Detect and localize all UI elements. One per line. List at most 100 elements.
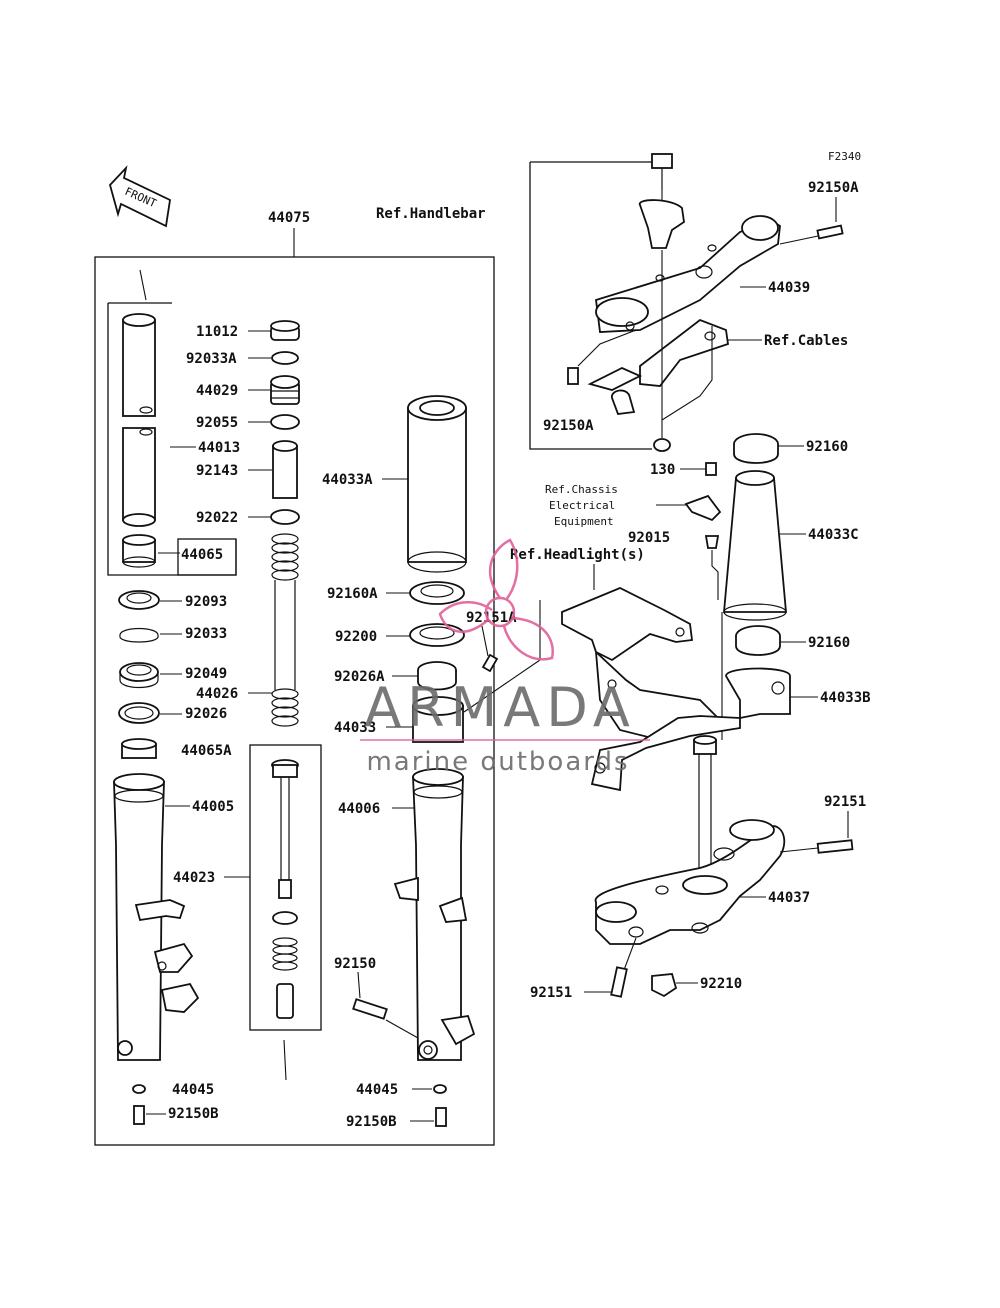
bolt-92150 [352, 998, 388, 1020]
bolt-92151-bottom [610, 966, 628, 998]
cable-guide-bracket [587, 318, 729, 415]
label-92151-bottom: 92151 [530, 985, 572, 1001]
propeller-logo-icon [438, 538, 554, 661]
label-92150A-top: 92150A [808, 180, 859, 196]
fork-outer-tube-44006 [393, 768, 476, 1061]
label-92049: 92049 [185, 666, 227, 682]
dust-seal-92093 [118, 590, 160, 610]
label-92022: 92022 [196, 510, 238, 526]
label-92151-top: 92151 [824, 794, 866, 810]
fork-spring-44026 [271, 533, 299, 727]
oil-seal-92049 [119, 662, 159, 689]
label-44005: 44005 [192, 799, 234, 815]
label-44039: 44039 [768, 280, 810, 296]
bolt-92151-top [816, 839, 854, 854]
bolt-92150B-left [133, 1105, 145, 1125]
ref-chassis-line3: Equipment [554, 515, 614, 528]
label-11012: 11012 [196, 324, 238, 340]
bolt-92150A-left [567, 367, 579, 385]
front-arrow-icon: FRONT [108, 165, 171, 228]
bushing-44065 [122, 534, 156, 568]
cap-bolt-11012 [270, 320, 300, 341]
bolt-92150A-top [816, 224, 844, 240]
washer-44045-left [132, 1084, 146, 1094]
under-cover-44033B [590, 667, 791, 792]
bolt-92151A [481, 653, 499, 673]
collar-92143 [272, 440, 298, 499]
label-92150: 92150 [334, 956, 376, 972]
steering-stem-44037 [594, 735, 786, 945]
label-44033: 44033 [334, 720, 376, 736]
damper-cylinder-44023 [271, 759, 299, 1019]
nut-upper [653, 438, 671, 452]
label-44023: 44023 [173, 870, 215, 886]
ref-handlebar: Ref.Handlebar [376, 206, 486, 222]
ref-cables: Ref.Cables [764, 333, 848, 349]
label-130: 130 [650, 462, 675, 478]
label-92150B-left: 92150B [168, 1106, 219, 1122]
wiring-clamp [684, 494, 722, 522]
washer-92026 [118, 702, 160, 724]
label-92210: 92210 [700, 976, 742, 992]
seal-92160A [409, 581, 465, 605]
label-92200: 92200 [335, 629, 377, 645]
label-92160-top: 92160 [806, 439, 848, 455]
label-44006: 44006 [338, 801, 380, 817]
label-44033A: 44033A [322, 472, 373, 488]
washer-92022 [270, 509, 300, 525]
label-92055: 92055 [196, 415, 238, 431]
label-92015: 92015 [628, 530, 670, 546]
sub-box-44023 [249, 744, 322, 1031]
spring-seat-44029 [270, 375, 300, 405]
ref-chassis-line2: Electrical [549, 499, 615, 512]
label-44013: 44013 [198, 440, 240, 456]
label-92143: 92143 [196, 463, 238, 479]
label-92033A: 92033A [186, 351, 237, 367]
seal-92160-top [733, 433, 779, 464]
watermark-tagline: marine outboards [366, 747, 629, 777]
fork-cover-44033C [723, 470, 787, 621]
label-92160A: 92160A [327, 586, 378, 602]
label-92033: 92033 [185, 626, 227, 642]
fork-spacer-tube-44013 [122, 313, 156, 527]
label-44065A: 44065A [181, 743, 232, 759]
label-44026: 44026 [196, 686, 238, 702]
washer-44045-right [433, 1084, 447, 1094]
upper-bracket-44039 [595, 199, 781, 333]
handlebar-holder-box [529, 162, 652, 450]
label-92160-bottom: 92160 [808, 635, 850, 651]
label-92026: 92026 [185, 706, 227, 722]
nut-92210 [651, 973, 678, 998]
label-44075: 44075 [268, 210, 310, 226]
bolt-92150B-right [435, 1107, 447, 1127]
label-44033C: 44033C [808, 527, 859, 543]
bushing-44065A [121, 738, 157, 759]
grommet-92015 [704, 535, 720, 549]
label-44037: 44037 [768, 890, 810, 906]
cover-44033 [412, 696, 464, 743]
label-92150A-left: 92150A [543, 418, 594, 434]
oring-92055 [270, 414, 300, 430]
label-44065: 44065 [181, 547, 223, 563]
handlebar-bolt [651, 153, 673, 190]
label-44045-right: 44045 [356, 1082, 398, 1098]
seal-92160-bottom [735, 625, 781, 656]
label-44045-left: 44045 [172, 1082, 214, 1098]
label-92026A: 92026A [334, 669, 385, 685]
figure-code: F2340 [828, 150, 861, 163]
bolt-130 [705, 462, 717, 476]
label-92151A: 92151A [466, 610, 517, 626]
circlip-92033 [119, 627, 159, 643]
fork-outer-tube-44005 [113, 773, 200, 1061]
label-92093: 92093 [185, 594, 227, 610]
collar-92026A [417, 661, 457, 691]
watermark-brand: ARMADA [364, 676, 636, 739]
label-92150B-right: 92150B [346, 1114, 397, 1130]
fork-cover-44033A [407, 395, 467, 573]
watermark: ARMADA marine outboards [360, 538, 650, 777]
oring-92033A [271, 351, 299, 365]
ref-chassis-line1: Ref.Chassis [545, 483, 618, 496]
label-44033B: 44033B [820, 690, 871, 706]
label-44029: 44029 [196, 383, 238, 399]
plate-92200 [409, 623, 465, 647]
